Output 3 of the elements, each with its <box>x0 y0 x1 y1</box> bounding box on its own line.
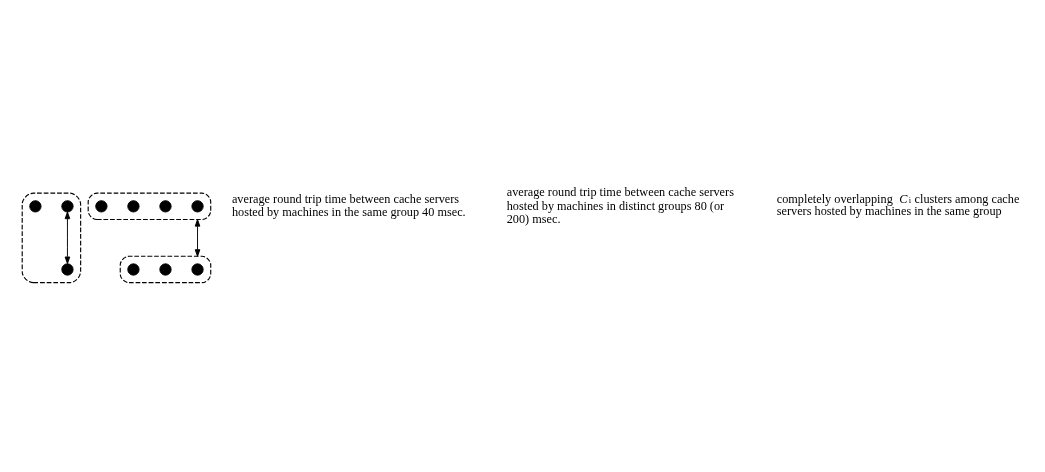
label: completely overlapping Ci clusters among cache servers hosted by machines in the same group <box>776 191 1020 218</box>
label: average round trip time between cache servers hosted by machines in the same group 40 msec. <box>231 191 466 219</box>
label: average round trip time between cache servers hosted by machines in distinct groups 80 (or 200) msec. <box>506 184 734 226</box>
